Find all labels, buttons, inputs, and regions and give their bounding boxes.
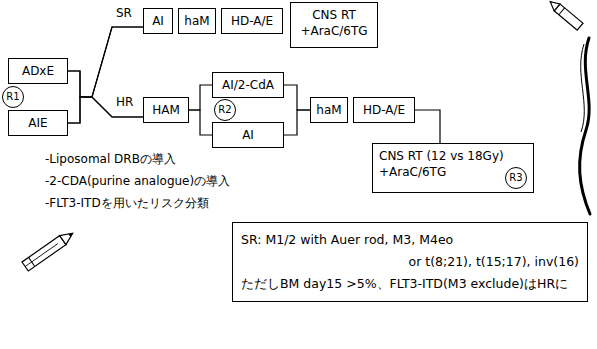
arm-label: HR bbox=[116, 95, 133, 110]
node-text: CNS RT +AraC/6TG bbox=[297, 7, 371, 39]
therapy-box: HD-A/E bbox=[353, 97, 415, 123]
bullet-note: -FLT3-ITDを用いたリスク分類 bbox=[45, 196, 209, 211]
node-text: HD-A/E bbox=[231, 13, 273, 29]
node-text: or t(8;21), t(15;17), inv(16) bbox=[241, 251, 579, 273]
node-text: SR: M1/2 with Auer rod, M3, M4eo bbox=[241, 229, 579, 251]
node-text: ADxE bbox=[22, 63, 54, 79]
induction-box: ADxE bbox=[8, 58, 68, 84]
connector bbox=[68, 27, 143, 123]
randomization-circle: R2 bbox=[214, 99, 236, 121]
node-text: AIE bbox=[28, 115, 47, 131]
connector bbox=[284, 85, 310, 110]
node-text: haM bbox=[316, 102, 341, 118]
connector bbox=[284, 110, 310, 135]
connector bbox=[68, 27, 143, 97]
wavy-border bbox=[581, 44, 585, 132]
randomization-circle: R1 bbox=[2, 86, 24, 108]
node-text: AI/2-CdA bbox=[222, 77, 274, 93]
therapy-box: HAM bbox=[143, 97, 189, 123]
node-text: ただしBM day15 >5%、FLT3-ITD(M3 exclude)はHRに bbox=[241, 273, 579, 295]
node-text: R2 bbox=[218, 104, 231, 116]
pencil-tip bbox=[547, 0, 560, 11]
therapy-box: HD-A/E bbox=[221, 8, 283, 34]
pencil-lead bbox=[68, 232, 73, 237]
node-text: haM bbox=[184, 13, 209, 29]
cns-box: CNS RT (12 vs 18Gy) +AraC/6TGR3 bbox=[372, 143, 534, 193]
therapy-box: AI bbox=[212, 122, 284, 148]
cns-box: CNS RT +AraC/6TG bbox=[290, 2, 378, 48]
node-text: HAM bbox=[152, 102, 180, 118]
connector bbox=[189, 85, 212, 110]
node-text: R3 bbox=[509, 172, 522, 184]
node-text: HD-A/E bbox=[363, 102, 405, 118]
arm-label: SR bbox=[116, 6, 132, 21]
wavy-border bbox=[580, 38, 590, 214]
therapy-box: AI/2-CdA bbox=[212, 72, 284, 98]
node-text: AI bbox=[152, 13, 164, 29]
node-text: AI bbox=[242, 127, 254, 143]
randomization-circle: R3 bbox=[505, 167, 527, 189]
pencil-tip bbox=[60, 229, 76, 245]
pencil-body bbox=[554, 4, 583, 30]
connector bbox=[415, 110, 440, 143]
therapy-box: haM bbox=[310, 97, 348, 123]
therapy-box: haM bbox=[178, 8, 216, 34]
connector bbox=[189, 110, 212, 135]
pencil-icon bbox=[547, 0, 583, 30]
pencil-body bbox=[22, 236, 66, 271]
pencil-line bbox=[559, 8, 565, 15]
therapy-box: AI bbox=[143, 8, 173, 34]
induction-box: AIE bbox=[8, 110, 68, 136]
bullet-note: -Liposomal DRBの導入 bbox=[45, 152, 176, 167]
note-box: SR: M1/2 with Auer rod, M3, M4eoor t(8;2… bbox=[232, 222, 588, 302]
bullet-note: -2-CDA(purine analogue)の導入 bbox=[45, 174, 230, 189]
pencil-icon bbox=[22, 229, 76, 271]
node-text: R1 bbox=[6, 91, 19, 103]
pencil-line bbox=[25, 244, 58, 267]
